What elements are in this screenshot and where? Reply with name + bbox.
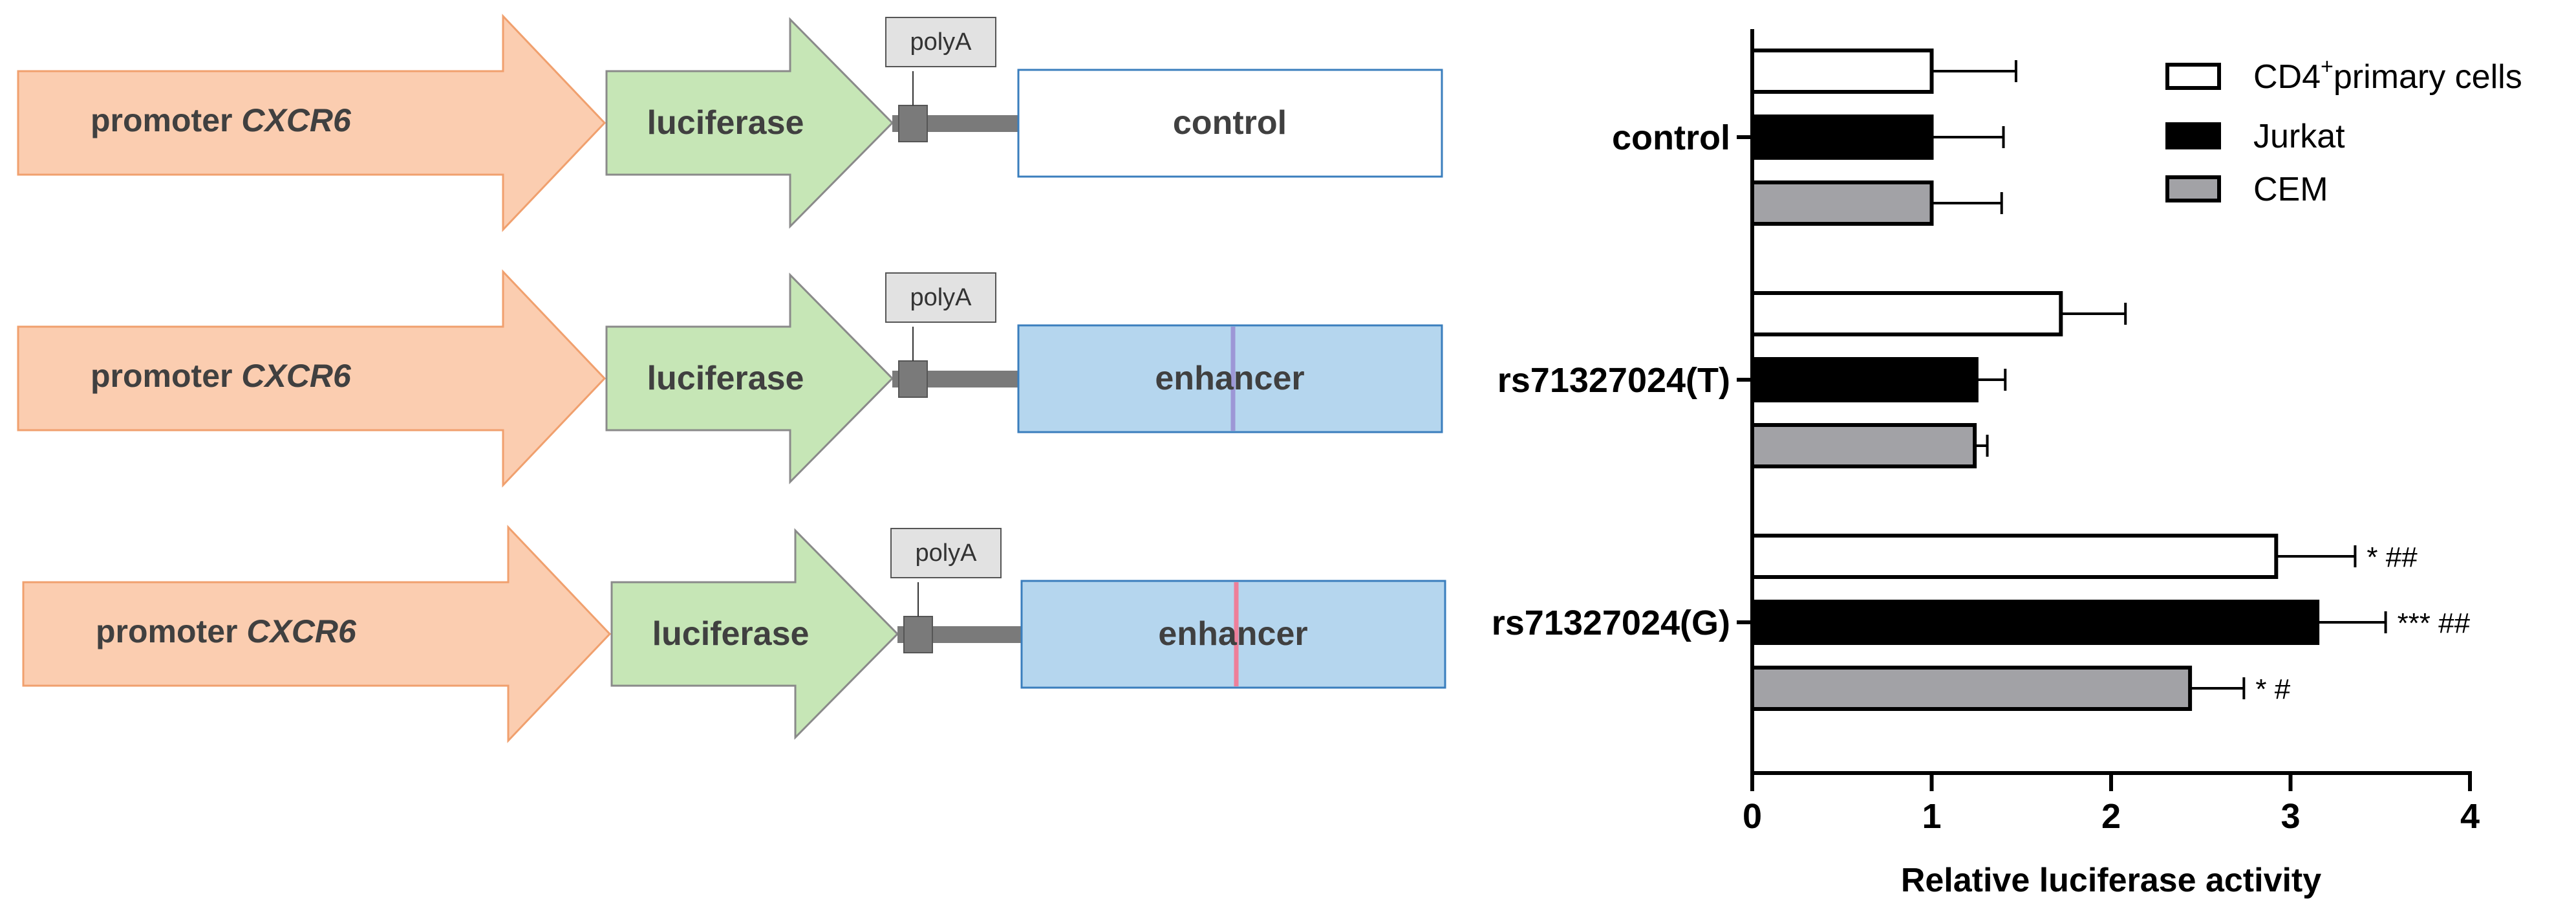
significance-annotation: * ## [2367, 541, 2418, 573]
bar [1750, 114, 1934, 160]
bar [1750, 534, 2279, 579]
bar [1750, 49, 1934, 94]
promoter-prefix: promoter [96, 613, 246, 649]
construct-row: promoter CXCR6 luciferase polyA control [17, 14, 1443, 232]
element-box [1020, 580, 1446, 689]
legend-label: CEM [2253, 171, 2328, 208]
element-label: enhancer [1155, 360, 1304, 397]
element-box [1017, 69, 1443, 178]
polya-tag [885, 272, 996, 323]
bar [1750, 666, 2193, 711]
legend-label-main: CEM [2253, 171, 2328, 208]
x-tick-label: 4 [2460, 797, 2480, 836]
legend-label: CD4+primary cells [2253, 54, 2522, 96]
promoter-prefix: promoter [91, 358, 241, 394]
bars [1750, 49, 2320, 711]
bar [1750, 423, 1977, 468]
significance-annotations: * ## *** ## * # [2255, 541, 2470, 705]
legend-label-main: CD4 [2253, 58, 2321, 96]
bar-chart: * ## *** ## * # control rs71327024(T) rs7132… [1492, 29, 2522, 899]
legend-label-superscript: + [2321, 54, 2334, 79]
legend-swatch [2165, 63, 2221, 90]
polya-tag [885, 17, 996, 67]
polya-label: polyA [915, 540, 977, 567]
polya-site [898, 105, 928, 142]
x-tick-label: 0 [1743, 797, 1762, 836]
polya-label: polyA [910, 28, 972, 56]
reporter-arrow [605, 272, 894, 485]
significance-annotation: * # [2255, 673, 2290, 705]
x-tick-label: 1 [1922, 797, 1941, 836]
element-box [1017, 324, 1443, 433]
promoter-gene: CXCR6 [241, 358, 352, 394]
promoter-arrow [17, 14, 606, 232]
polya-label: polyA [910, 284, 972, 311]
legend-swatch [2165, 175, 2221, 202]
reporter-arrow [605, 17, 894, 229]
legend-swatch [2165, 122, 2221, 149]
construct-row: promoter CXCR6 luciferase polyA enhancer [17, 269, 1443, 488]
promoter-label: promoter CXCR6 [91, 102, 352, 138]
reporter-label: luciferase [652, 615, 810, 653]
x-tick-label: 2 [2101, 797, 2121, 836]
promoter-gene: CXCR6 [246, 613, 357, 649]
error-bars [1931, 60, 2387, 699]
bar [1750, 180, 1934, 226]
bar [1750, 357, 1979, 402]
promoter-label: promoter CXCR6 [91, 358, 352, 394]
significance-annotation: *** ## [2398, 607, 2471, 639]
legend-label: Jurkat [2253, 118, 2345, 155]
polya-tag [890, 528, 1002, 578]
legend-label-rest: primary cells [2334, 58, 2522, 96]
y-tick-label: rs71327024(T) [1497, 361, 1730, 400]
bar [1750, 600, 2320, 645]
promoter-gene: CXCR6 [241, 102, 352, 138]
x-axis-label: Relative luciferase activity [1901, 862, 2321, 899]
y-tick-label: rs71327024(G) [1492, 604, 1730, 642]
legend-label-main: Jurkat [2253, 118, 2345, 155]
polya-site [898, 360, 928, 398]
element-label: enhancer [1158, 615, 1307, 653]
promoter-prefix: promoter [91, 102, 241, 138]
polya-site [903, 616, 933, 653]
promoter-arrow [17, 269, 606, 488]
y-tick-label: control [1612, 118, 1730, 157]
x-tick-label: 3 [2281, 797, 2300, 836]
reporter-label: luciferase [647, 104, 804, 142]
reporter-arrow [610, 528, 899, 740]
promoter-arrow [22, 525, 612, 743]
element-label: control [1173, 104, 1287, 142]
y-axis-ticks: control rs71327024(T) rs71327024(G) [1492, 118, 1752, 642]
construct-row: promoter CXCR6 luciferase polyA enhancer [22, 525, 1446, 743]
x-axis-ticks: 0 1 2 3 4 [1743, 773, 2480, 836]
promoter-label: promoter CXCR6 [96, 613, 357, 649]
bar [1750, 291, 2063, 336]
reporter-label: luciferase [647, 360, 804, 397]
